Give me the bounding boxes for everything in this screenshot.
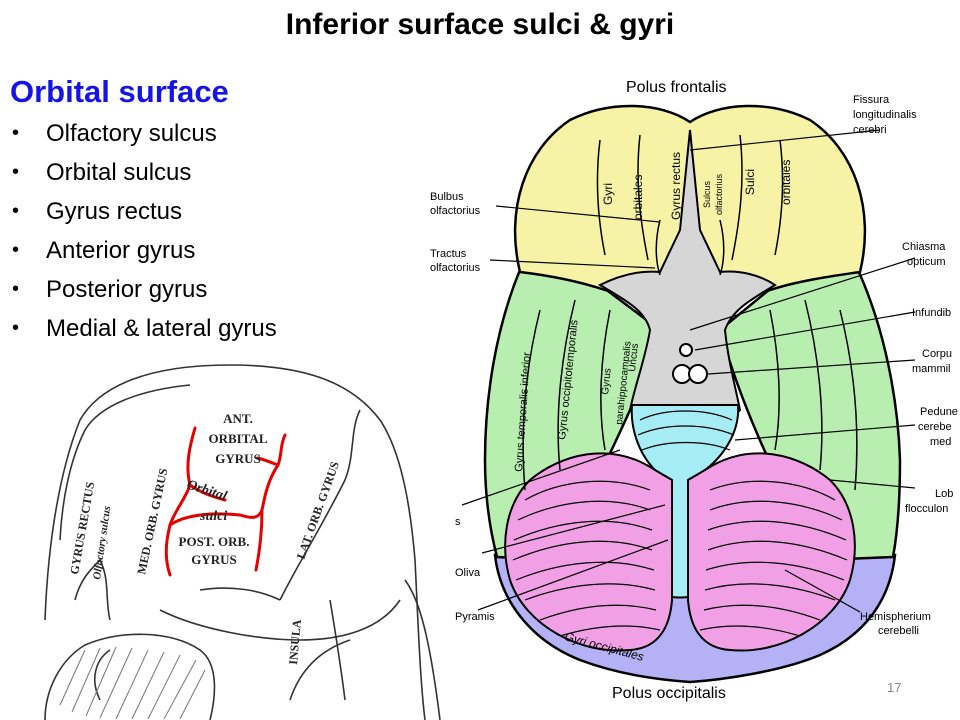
polus-frontalis-label: Polus frontalis: [626, 79, 727, 96]
oliva-label: Oliva: [455, 567, 481, 579]
corpus-label-1: Corpu: [922, 348, 952, 360]
bulbus-label-1: Bulbus: [430, 191, 464, 203]
leader-lines: [461, 129, 916, 613]
sketch-outline: [44, 364, 441, 720]
page-title: Inferior surface sulci & gyri: [285, 8, 675, 41]
lobus-label-2: flocculon: [905, 503, 948, 515]
fissura-label-1: Fissura: [853, 94, 890, 106]
orbital-sulci-label-2: sulci: [199, 509, 227, 524]
orbital-sulci-lines: [164, 426, 287, 577]
tractus-label-1: Tractus: [430, 248, 467, 260]
frontal-sulci: [596, 134, 784, 276]
infundibulum-label: Infundib: [912, 307, 951, 319]
gyrus-rectus-label: Gyrus rectus: [669, 152, 683, 220]
mammillary-bodies: [672, 343, 708, 384]
hemispherium-label-1: Hemispherium: [860, 611, 931, 623]
olfactorius-label: olfactorius: [714, 173, 724, 215]
cerebellum-folia: [512, 480, 848, 637]
left-s-label: s: [455, 516, 461, 528]
pyramis-label: Pyramis: [455, 611, 495, 623]
cerebellum-left-region: [504, 452, 673, 652]
external-labels: Polus frontalis Polus occipitalis Fissur…: [430, 79, 958, 702]
sulci-label: Sulci: [743, 169, 757, 195]
ant-orbital-label-2: ORBITAL: [209, 431, 268, 446]
sketch-hatching: [59, 646, 206, 720]
ant-orbital-label-3: GYRUS: [215, 451, 261, 466]
lobus-label-1: Lob: [935, 488, 953, 500]
gyrus-para-label-1: Gyrus: [600, 368, 614, 396]
bullet-item: Orbital sulcus: [10, 153, 277, 192]
tractus-label-2: olfactorius: [430, 262, 481, 274]
chiasma-label-2: opticum: [907, 256, 946, 268]
uncus-label: Uncus: [627, 343, 641, 372]
cerebellum-right-region: [687, 452, 856, 652]
polus-occipitalis-label: Polus occipitalis: [612, 685, 726, 702]
bullet-item: Posterior gyrus: [10, 270, 277, 309]
peduncle-label-2: cerebe: [918, 421, 952, 433]
section-subtitle: Orbital surface: [10, 74, 229, 109]
page-number: 17: [887, 680, 902, 695]
sulcus-label: Sulcus: [702, 180, 712, 208]
peduncle-label-3: med: [930, 436, 951, 448]
bullet-item: Olfactory sulcus: [10, 114, 277, 153]
ant-orbital-label-1: ANT.: [223, 411, 253, 426]
fissura-label-2: longitudinalis: [853, 109, 917, 121]
bullet-item: Gyrus rectus: [10, 192, 277, 231]
pons-stripes: [637, 410, 735, 451]
fissura-label-3: cerebri: [853, 124, 887, 136]
bullet-item: Medial & lateral gyrus: [10, 309, 277, 348]
post-orbital-label-1: POST. ORB.: [179, 534, 250, 549]
insula-label: INSULA: [286, 619, 304, 666]
bulbus-label-2: olfactorius: [430, 205, 481, 217]
bullet-list: Olfactory sulcus Orbital sulcus Gyrus re…: [10, 114, 277, 348]
chiasma-label-1: Chiasma: [902, 241, 946, 253]
hemispherium-label-2: cerebelli: [878, 625, 919, 637]
corpus-label-2: mammil: [912, 363, 951, 375]
orbitales-right-label: orbitales: [779, 160, 793, 205]
gyri-label: Gyri: [601, 183, 615, 205]
orbitales-left-label: orbitales: [631, 175, 645, 220]
midline-region: [597, 129, 777, 421]
bullet-item: Anterior gyrus: [10, 231, 277, 270]
peduncle-label-1: Pedune: [920, 406, 958, 418]
post-orbital-label-2: GYRUS: [191, 552, 237, 567]
